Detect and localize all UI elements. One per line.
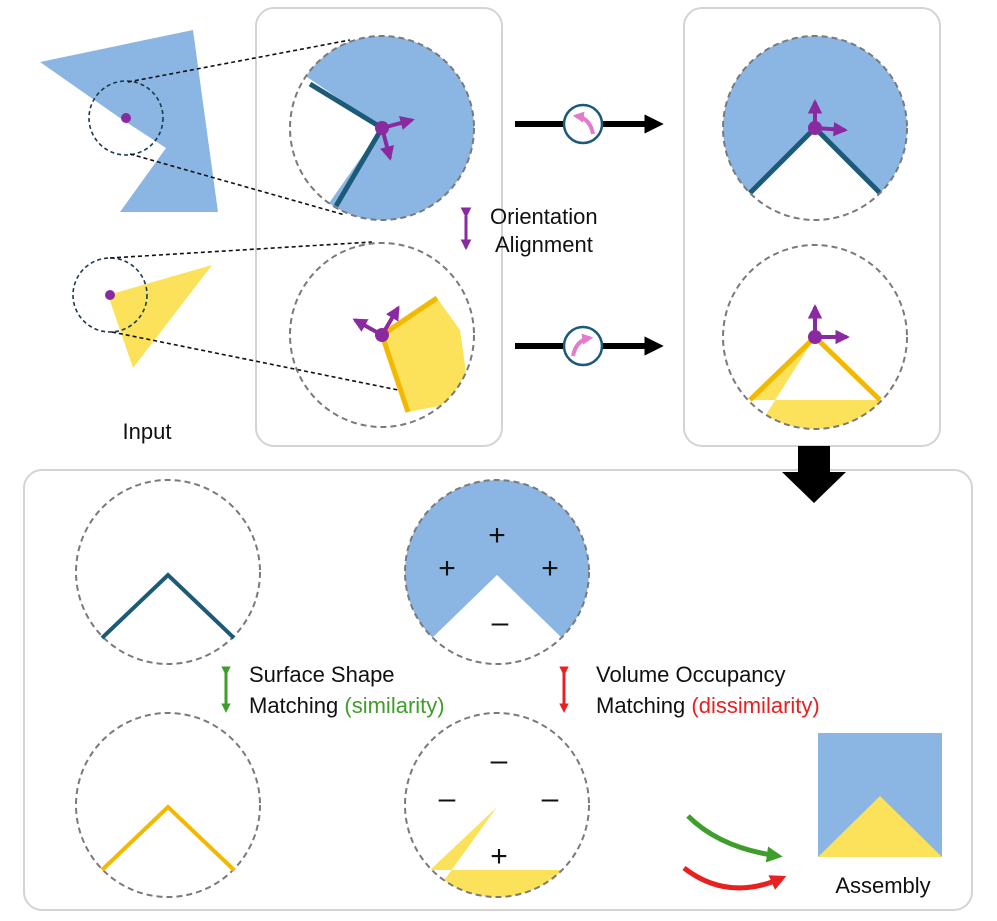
surface-label-paren: (similarity) xyxy=(344,693,444,718)
volume-label-line2: Matching (dissimilarity) xyxy=(596,693,820,718)
orientation-label-line2: Alignment xyxy=(495,232,593,257)
zoom-line xyxy=(109,241,373,259)
surface-label-prefix: Matching xyxy=(249,693,344,718)
frame-origin xyxy=(375,328,389,342)
rotation-arrow-top xyxy=(515,103,664,145)
surface-blue-edge xyxy=(75,479,261,665)
input-yellow-shape xyxy=(108,265,212,368)
volume-yellow xyxy=(404,712,590,898)
frame-origin xyxy=(375,121,389,135)
sign-yellow-top: – xyxy=(491,744,508,777)
frame-origin xyxy=(808,121,822,135)
volume-label-paren: (dissimilarity) xyxy=(691,693,819,718)
alignment-panel xyxy=(255,7,503,447)
rotation-arrow-bottom xyxy=(515,325,664,367)
volume-blue xyxy=(404,479,590,665)
matching-panel xyxy=(23,469,973,911)
input-yellow-focus-circle xyxy=(72,257,148,333)
input-label: Input xyxy=(123,419,172,444)
zoom-yellow-local xyxy=(289,242,475,428)
zoom-line xyxy=(127,39,351,83)
surface-label-line1: Surface Shape xyxy=(249,662,395,687)
input-shapes xyxy=(40,30,409,393)
surface-yellow-edge xyxy=(75,712,261,898)
volume-label-line1: Volume Occupancy xyxy=(596,662,786,687)
zoom-blue-local xyxy=(289,35,475,221)
sign-yellow-bottom: + xyxy=(490,840,508,873)
surface-label-line2: Matching (similarity) xyxy=(249,693,445,718)
input-blue-focus-circle xyxy=(88,80,164,156)
sign-yellow-right: – xyxy=(542,782,559,815)
dissimilarity-curve-arrow xyxy=(682,866,787,891)
rotate-ccw-icon xyxy=(562,103,604,145)
down-arrow-icon xyxy=(782,446,846,503)
aligned-blue xyxy=(722,35,908,221)
sign-blue-left: + xyxy=(438,552,456,585)
frame-origin xyxy=(808,330,822,344)
input-blue-point xyxy=(121,113,131,123)
input-yellow-point xyxy=(105,290,115,300)
assembly-result xyxy=(818,733,942,857)
aligned-yellow xyxy=(722,244,908,430)
zoom-line xyxy=(111,331,409,393)
volume-label-prefix: Matching xyxy=(596,693,691,718)
rotate-cw-icon xyxy=(562,325,604,367)
assembly-label: Assembly xyxy=(835,873,930,898)
similarity-curve-arrow xyxy=(686,814,783,863)
sign-yellow-left: – xyxy=(439,782,456,815)
zoom-line xyxy=(129,153,346,216)
orientation-label-line1: Orientation xyxy=(490,204,598,229)
sign-blue-top: + xyxy=(488,519,506,552)
sign-blue-right: + xyxy=(541,552,559,585)
sign-blue-bottom: – xyxy=(492,606,509,639)
